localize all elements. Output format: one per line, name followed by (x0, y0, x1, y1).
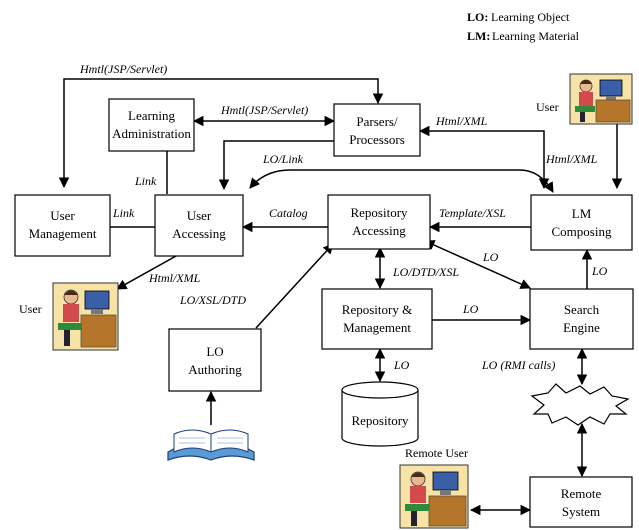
label-parsers-html-xml: Html/XML (435, 114, 488, 128)
legend-def-lm: Learning Material (492, 29, 580, 43)
repository-management-line2: Management (343, 320, 411, 335)
label-lo-link: LO/Link (262, 152, 304, 166)
legend-term-lo: LO: (467, 10, 488, 24)
lm-composing-line1: LM (572, 206, 592, 221)
label-right-html-xml: Html/XML (545, 152, 598, 166)
lo-authoring-line2: Authoring (188, 362, 242, 377)
label-admin-link: Link (134, 174, 157, 188)
label-template-xsl: Template/XSL (439, 206, 506, 220)
label-usermgmt-link: Link (112, 206, 135, 220)
user-management-box: User Management (14, 194, 111, 257)
edge-lo-link (249, 169, 554, 193)
repository-cylinder: Repository (341, 381, 419, 447)
user-computer-icon-remote (399, 464, 469, 529)
parsers-processors-box: Parsers/ Processors (333, 103, 421, 157)
user-computer-icon-top-right (569, 73, 633, 125)
edge-top-loop (58, 78, 384, 189)
label-user-html-xml: Html/XML (148, 271, 201, 285)
user-management-line2: Management (29, 226, 97, 241)
user-label-top-right: User (536, 100, 559, 114)
label-admin-parsers: Hmtl(JSP/Servlet) (220, 103, 308, 117)
book-icon (167, 429, 255, 461)
remote-system-box: Remote System (529, 476, 633, 528)
label-search-lm-lo: LO (591, 264, 608, 278)
lo-authoring-box: LO Authoring (168, 328, 262, 392)
edges (58, 78, 623, 516)
lm-composing-box: LM Composing (530, 194, 633, 251)
label-top-html-jsp: Hmtl(JSP/Servlet) (79, 62, 167, 76)
user-label-left: User (19, 302, 42, 316)
parsers-line2: Processors (349, 132, 405, 147)
parsers-line1: Parsers/ (356, 114, 398, 129)
user-management-line1: User (50, 208, 75, 223)
label-repo-search-lo: LO (482, 250, 499, 264)
edge-repo-search (424, 240, 531, 289)
legend: LO: Learning Object LM: Learning Materia… (467, 10, 580, 43)
lm-composing-line2: Composing (552, 224, 612, 239)
repository-management-box: Repository & Management (321, 288, 433, 350)
lo-authoring-line1: LO (206, 344, 223, 359)
repository-accessing-line1: Repository (350, 205, 408, 220)
edge-useraccess-user (116, 250, 186, 290)
label-mgmt-search-lo: LO (462, 302, 479, 316)
learning-administration-box: Learning Administration (108, 98, 195, 152)
legend-def-lo: Learning Object (491, 10, 570, 24)
repository-accessing-line2: Accessing (352, 223, 406, 238)
user-accessing-line1: User (187, 208, 212, 223)
learning-administration-line2: Administration (112, 126, 191, 141)
repository-label: Repository (351, 413, 409, 428)
user-accessing-box: User Accessing (154, 194, 244, 257)
label-repo-lo-dtd-xsl: LO/DTD/XSL (392, 265, 459, 279)
remote-system-line2: System (562, 504, 600, 519)
label-search-rmi: LO (RMI calls) (481, 358, 555, 372)
network-cloud-icon (530, 383, 630, 426)
search-engine-line1: Search (564, 302, 600, 317)
legend-term-lm: LM: (467, 29, 490, 43)
repository-management-line1: Repository & (342, 302, 412, 317)
edge-authoring-repo (255, 243, 334, 329)
label-catalog: Catalog (269, 206, 308, 220)
user-computer-icon-left (52, 282, 119, 351)
label-mgmt-repository-lo: LO (393, 358, 410, 372)
remote-user-label: Remote User (405, 446, 468, 460)
user-accessing-line2: Accessing (172, 226, 226, 241)
edge-parsers-lm (418, 125, 550, 190)
search-engine-box: Search Engine (529, 288, 634, 350)
repository-accessing-box: Repository Accessing (327, 194, 431, 250)
edge-parsers-useraccess (218, 140, 334, 191)
search-engine-line2: Engine (563, 320, 600, 335)
remote-system-line1: Remote (561, 486, 602, 501)
label-authoring-lo-xsl-dtd: LO/XSL/DTD (179, 293, 246, 307)
learning-administration-line1: Learning (128, 108, 175, 123)
